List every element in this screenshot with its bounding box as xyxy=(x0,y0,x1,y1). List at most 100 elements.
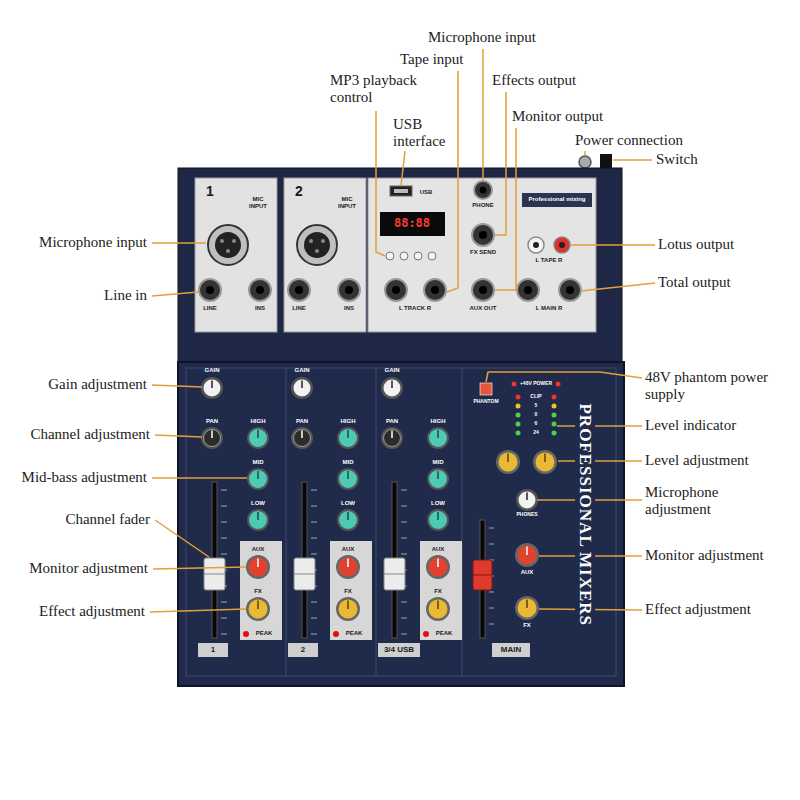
brand-text: PROFESSIONAL MIXERS xyxy=(575,400,595,631)
level-leds xyxy=(512,382,561,436)
jack-socket xyxy=(199,279,221,301)
power-connector xyxy=(579,156,591,168)
panel-marking: HIGH xyxy=(251,418,266,425)
front-frame xyxy=(186,368,616,676)
panel-marking: 88:88 xyxy=(394,217,430,231)
callout-label: Effect adjustment xyxy=(645,601,751,618)
panel-marking: 1 xyxy=(206,183,214,199)
panel-marking: MID xyxy=(253,459,264,466)
mp3-button xyxy=(428,252,436,260)
panel-marking: GAIN xyxy=(205,367,220,374)
rca-socket xyxy=(554,237,570,253)
rear-body xyxy=(178,168,622,362)
panel-marking: AUX xyxy=(521,569,534,576)
panel-marking: MIC INPUT xyxy=(335,196,359,210)
aux-knob xyxy=(515,543,539,567)
level-knob xyxy=(496,450,520,474)
jack-socket xyxy=(385,279,407,301)
panel-marking: LINE xyxy=(292,305,306,312)
callout-label: 48V phantom power supply xyxy=(645,369,770,404)
panel-marking: Professional mixing xyxy=(528,196,585,203)
callout-label: Gain adjustment xyxy=(48,376,147,393)
phantom-switch xyxy=(480,383,492,395)
panel-marking: AUX xyxy=(252,546,265,553)
jack-socket xyxy=(517,279,539,301)
rca-socket xyxy=(528,237,544,253)
io-panel xyxy=(368,178,596,332)
channel-strip xyxy=(381,377,462,640)
panel-marking: LINE xyxy=(203,305,217,312)
main-plate xyxy=(492,643,530,657)
callout-label: MP3 playback control xyxy=(330,72,422,107)
fx-knob xyxy=(515,596,539,620)
callout-label: Monitor output xyxy=(512,108,603,125)
panel-marking: 1 xyxy=(211,645,215,654)
brand-strip xyxy=(522,193,592,207)
jack-socket xyxy=(424,279,446,301)
strip-plate xyxy=(198,643,228,657)
callout-label: Level adjustment xyxy=(645,452,749,469)
panel-marking: AUX xyxy=(432,546,445,553)
callout-label: Microphone input xyxy=(428,29,536,46)
panel-marking: PHANTOM xyxy=(473,399,498,405)
panel-marking: 0 xyxy=(535,412,538,418)
jack-socket xyxy=(559,279,581,301)
panel-marking: 3/4 USB xyxy=(384,645,414,654)
xlr-socket xyxy=(208,225,248,265)
level-knob xyxy=(533,450,557,474)
panel-marking: FX xyxy=(523,622,531,629)
callout-label: Microphone adjustment xyxy=(645,484,745,519)
panel-marking: FX SEND xyxy=(470,249,496,256)
panel-marking: 6 xyxy=(535,421,538,427)
panel-marking: L TAPE R xyxy=(536,257,563,264)
strip-plate xyxy=(378,643,420,657)
panel-marking: MID xyxy=(343,459,354,466)
channel-strip xyxy=(291,377,372,640)
jack-socket xyxy=(472,279,494,301)
panel-marking: LOW xyxy=(251,500,265,507)
panel-marking: AUX xyxy=(342,546,355,553)
jack-socket xyxy=(249,279,271,301)
mp3-button xyxy=(414,252,422,260)
panel-marking: MIC INPUT xyxy=(246,196,270,210)
callout-label: Power connection xyxy=(575,132,683,149)
panel-marking: LOW xyxy=(431,500,445,507)
strip-divider xyxy=(286,368,287,676)
callout-label: Channel adjustment xyxy=(30,426,150,443)
input-panel xyxy=(284,178,366,332)
callout-label: Level indicator xyxy=(645,417,736,434)
panel-marking: PEAK xyxy=(346,630,363,637)
callout-label: Mid-bass adjustment xyxy=(22,469,147,486)
xlr-socket xyxy=(304,232,330,258)
panel-marking: 2 xyxy=(301,645,305,654)
callout-label: Channel fader xyxy=(65,511,150,528)
xlr-socket xyxy=(297,225,337,265)
panel-marking: CLIP xyxy=(530,394,541,400)
panel-marking: L TRACK R xyxy=(399,305,431,312)
panel-marking: GAIN xyxy=(385,367,400,374)
panel-marking: FX xyxy=(344,588,352,595)
panel-marking: LOW xyxy=(341,500,355,507)
panel-marking: FX xyxy=(434,588,442,595)
phones-knob xyxy=(516,489,538,511)
strip-divider xyxy=(376,368,377,676)
callout-label: Monitor adjustment xyxy=(645,547,764,564)
panel-marking: 24 xyxy=(533,430,539,436)
panel-marking: PAN xyxy=(386,418,398,425)
jack-socket xyxy=(474,181,492,199)
panel-marking: HIGH xyxy=(431,418,446,425)
power-switch xyxy=(600,154,612,168)
mp3-button xyxy=(400,252,408,260)
front-panel xyxy=(178,362,624,686)
panel-marking: USB xyxy=(420,189,433,196)
callout-label: Line in xyxy=(104,287,147,304)
panel-marking: +48V POWER xyxy=(520,381,552,387)
usb-port xyxy=(390,186,412,196)
panel-marking: PAN xyxy=(206,418,218,425)
panel-marking: PEAK xyxy=(256,630,273,637)
jack-socket xyxy=(472,224,494,246)
callout-label: Lotus output xyxy=(658,236,734,253)
callout-label: Switch xyxy=(656,151,698,168)
strip-plate xyxy=(288,643,318,657)
